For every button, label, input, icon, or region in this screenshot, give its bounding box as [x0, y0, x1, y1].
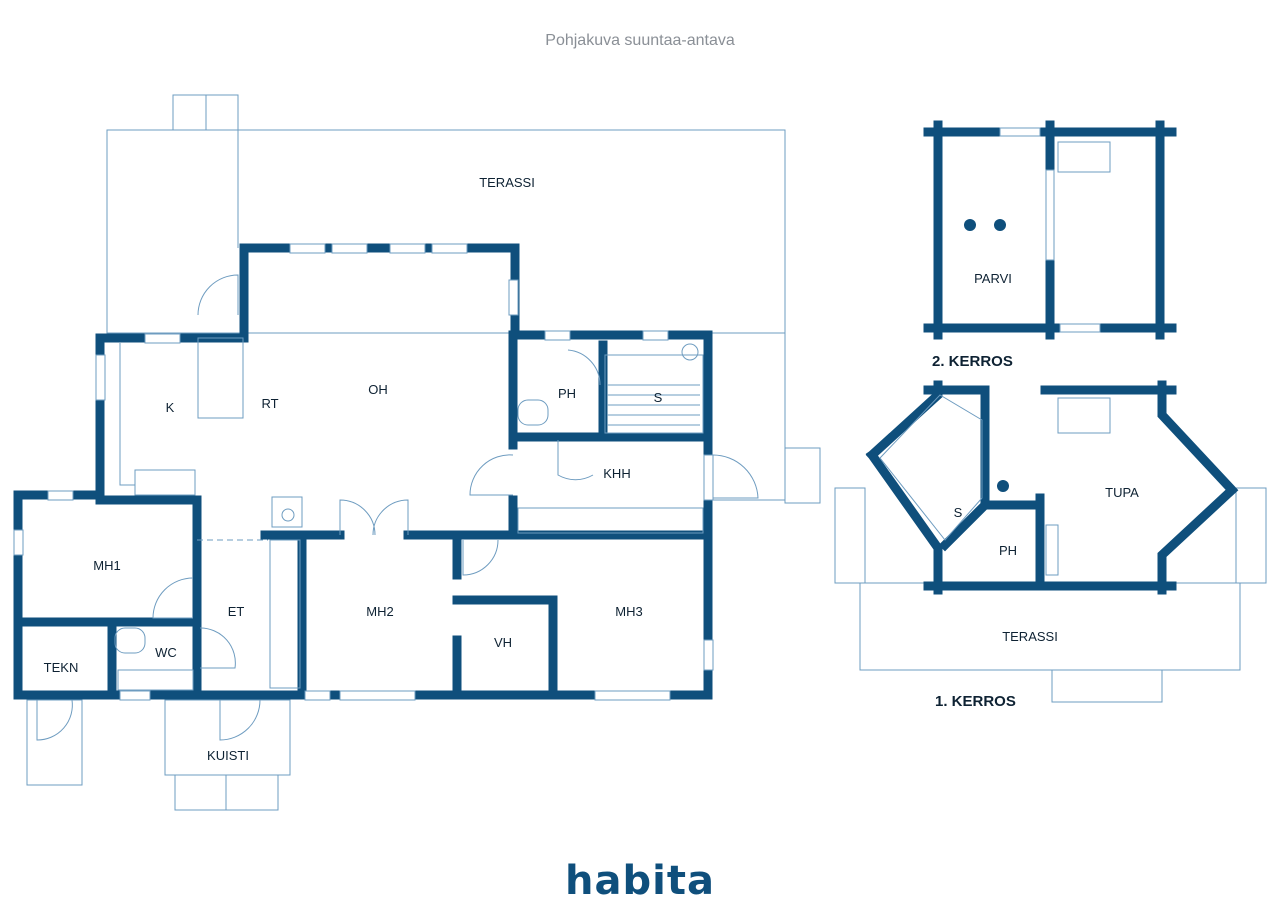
room-label-vh: VH [494, 635, 512, 650]
sauna-bench [607, 384, 700, 426]
windows [13, 243, 714, 701]
room-label-kuisti: KUISTI [207, 748, 249, 763]
room-label-mh1: MH1 [93, 558, 120, 573]
room-label-s: S [654, 390, 663, 405]
room-label-et: ET [228, 604, 245, 619]
doors [36, 274, 759, 741]
main-house: TERASSI K RT OH PH S KHH MH1 ET MH2 MH3 … [13, 94, 821, 811]
floor-1-label: 1. KERROS [935, 693, 1016, 710]
room-label-ph-floor1: PH [999, 543, 1017, 558]
room-label-oh: OH [368, 382, 388, 397]
room-label-tekn: TEKN [44, 660, 79, 675]
sauna-stove-icon [681, 343, 699, 361]
floor-1-plan: TUPA S PH TERASSI 1. KERROS [834, 380, 1267, 710]
room-label-k: K [166, 400, 175, 415]
room-label-rt: RT [261, 396, 278, 411]
floor-2-plan: PARVI 2. KERROS [923, 120, 1177, 370]
plan-disclaimer: Pohjakuva suuntaa-antava [545, 32, 735, 49]
room-label-wc: WC [155, 645, 177, 660]
room-label-mh2: MH2 [366, 604, 393, 619]
walls [13, 243, 713, 700]
floor-2-label: 2. KERROS [932, 353, 1013, 370]
terrace-outline [26, 94, 821, 811]
habita-logo: habita [565, 858, 715, 904]
room-label-tupa: TUPA [1105, 485, 1139, 500]
room-label-khh: KHH [603, 466, 630, 481]
room-label-s-floor1: S [954, 505, 963, 520]
fixtures [114, 337, 704, 691]
room-label-ph: PH [558, 386, 576, 401]
room-label-terassi: TERASSI [479, 175, 535, 190]
room-label-mh3: MH3 [615, 604, 642, 619]
room-label-terassi-floor1: TERASSI [1002, 629, 1058, 644]
room-label-parvi: PARVI [974, 271, 1012, 286]
